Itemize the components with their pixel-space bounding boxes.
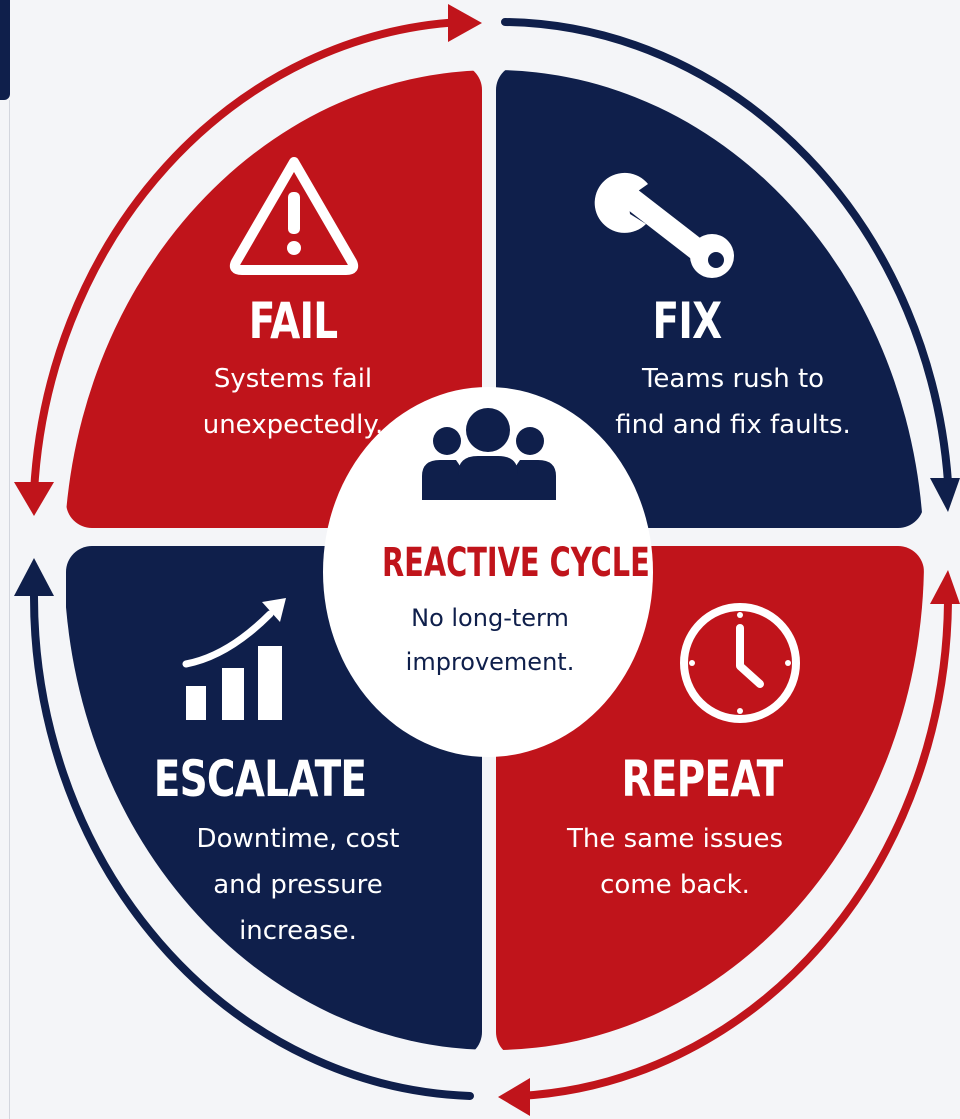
rising-bar-chart-icon xyxy=(182,598,286,720)
quadrant-fail-bg xyxy=(66,70,482,528)
quadrant-fix-desc-line: find and fix faults. xyxy=(615,410,851,440)
quadrant-fix-bg xyxy=(496,70,924,528)
quadrant-escalate-desc: Downtime, cost and pressure increase. xyxy=(148,816,448,954)
quadrant-escalate-desc-line: Downtime, cost xyxy=(196,824,400,854)
quadrant-escalate-bg xyxy=(66,546,482,1050)
people-group-icon xyxy=(422,408,556,500)
quadrant-fail-desc: Systems fail unexpectedly. xyxy=(128,356,458,448)
center-title: REACTIVE CYCLE xyxy=(382,540,650,586)
outer-arrow-bottom-left xyxy=(14,558,474,1100)
quadrant-escalate-title: ESCALATE xyxy=(153,750,367,808)
quadrant-fail-desc-line: Systems fail xyxy=(213,364,373,394)
quadrant-repeat-desc-line: The same issues xyxy=(566,824,784,854)
center-desc-line: improvement. xyxy=(405,648,575,676)
center-desc: No long-term improvement. xyxy=(340,596,640,684)
wrench-icon xyxy=(594,172,734,278)
clock-icon xyxy=(680,603,800,723)
quadrant-fail-desc-line: unexpectedly. xyxy=(202,410,384,440)
outer-arrow-top-left xyxy=(14,4,482,516)
warning-triangle-icon xyxy=(229,157,359,275)
quadrant-repeat-title: REPEAT xyxy=(621,750,784,808)
quadrant-fix-desc: Teams rush to find and fix faults. xyxy=(578,356,888,448)
quadrant-repeat-bg xyxy=(496,546,924,1050)
quadrant-escalate-desc-line: and pressure xyxy=(213,870,383,900)
quadrant-repeat-desc-line: come back. xyxy=(600,870,750,900)
left-edge-tab xyxy=(0,0,10,100)
quadrant-fail-title: FAIL xyxy=(248,292,338,350)
center-circle xyxy=(323,387,653,757)
outer-arrow-bottom-right xyxy=(498,570,960,1116)
outer-arrow-top-right xyxy=(501,18,960,512)
quadrant-escalate-desc-line: increase. xyxy=(239,916,357,946)
quadrant-fix-title: FIX xyxy=(652,292,723,350)
left-edge-border xyxy=(9,100,10,1119)
center-desc-line: No long-term xyxy=(411,604,569,632)
quadrant-fix-desc-line: Teams rush to xyxy=(641,364,825,394)
quadrant-repeat-desc: The same issues come back. xyxy=(520,816,830,908)
